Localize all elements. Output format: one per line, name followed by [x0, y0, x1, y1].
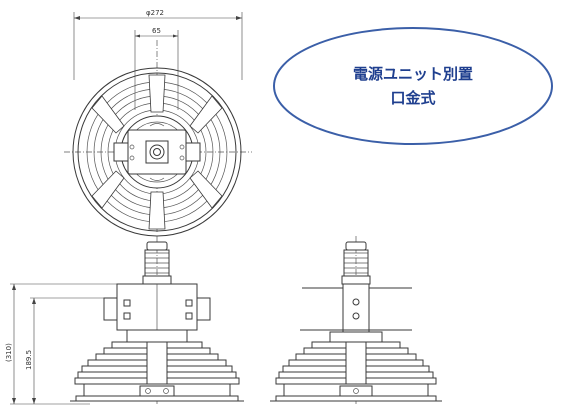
callout-bubble: 電源ユニット別置 口金式	[273, 27, 553, 145]
callout-line-2: 口金式	[390, 89, 435, 107]
inner-width-label: 65	[152, 27, 161, 35]
callout-line-1: 電源ユニット別置	[353, 65, 473, 83]
diameter-label: φ272	[146, 9, 164, 17]
body-height-label: 189.5	[25, 350, 33, 370]
side-elevation	[270, 236, 442, 404]
top-view: φ272 65	[64, 9, 252, 237]
total-height-label: (310)	[5, 343, 13, 362]
front-elevation: (310) 189.5	[5, 236, 244, 405]
